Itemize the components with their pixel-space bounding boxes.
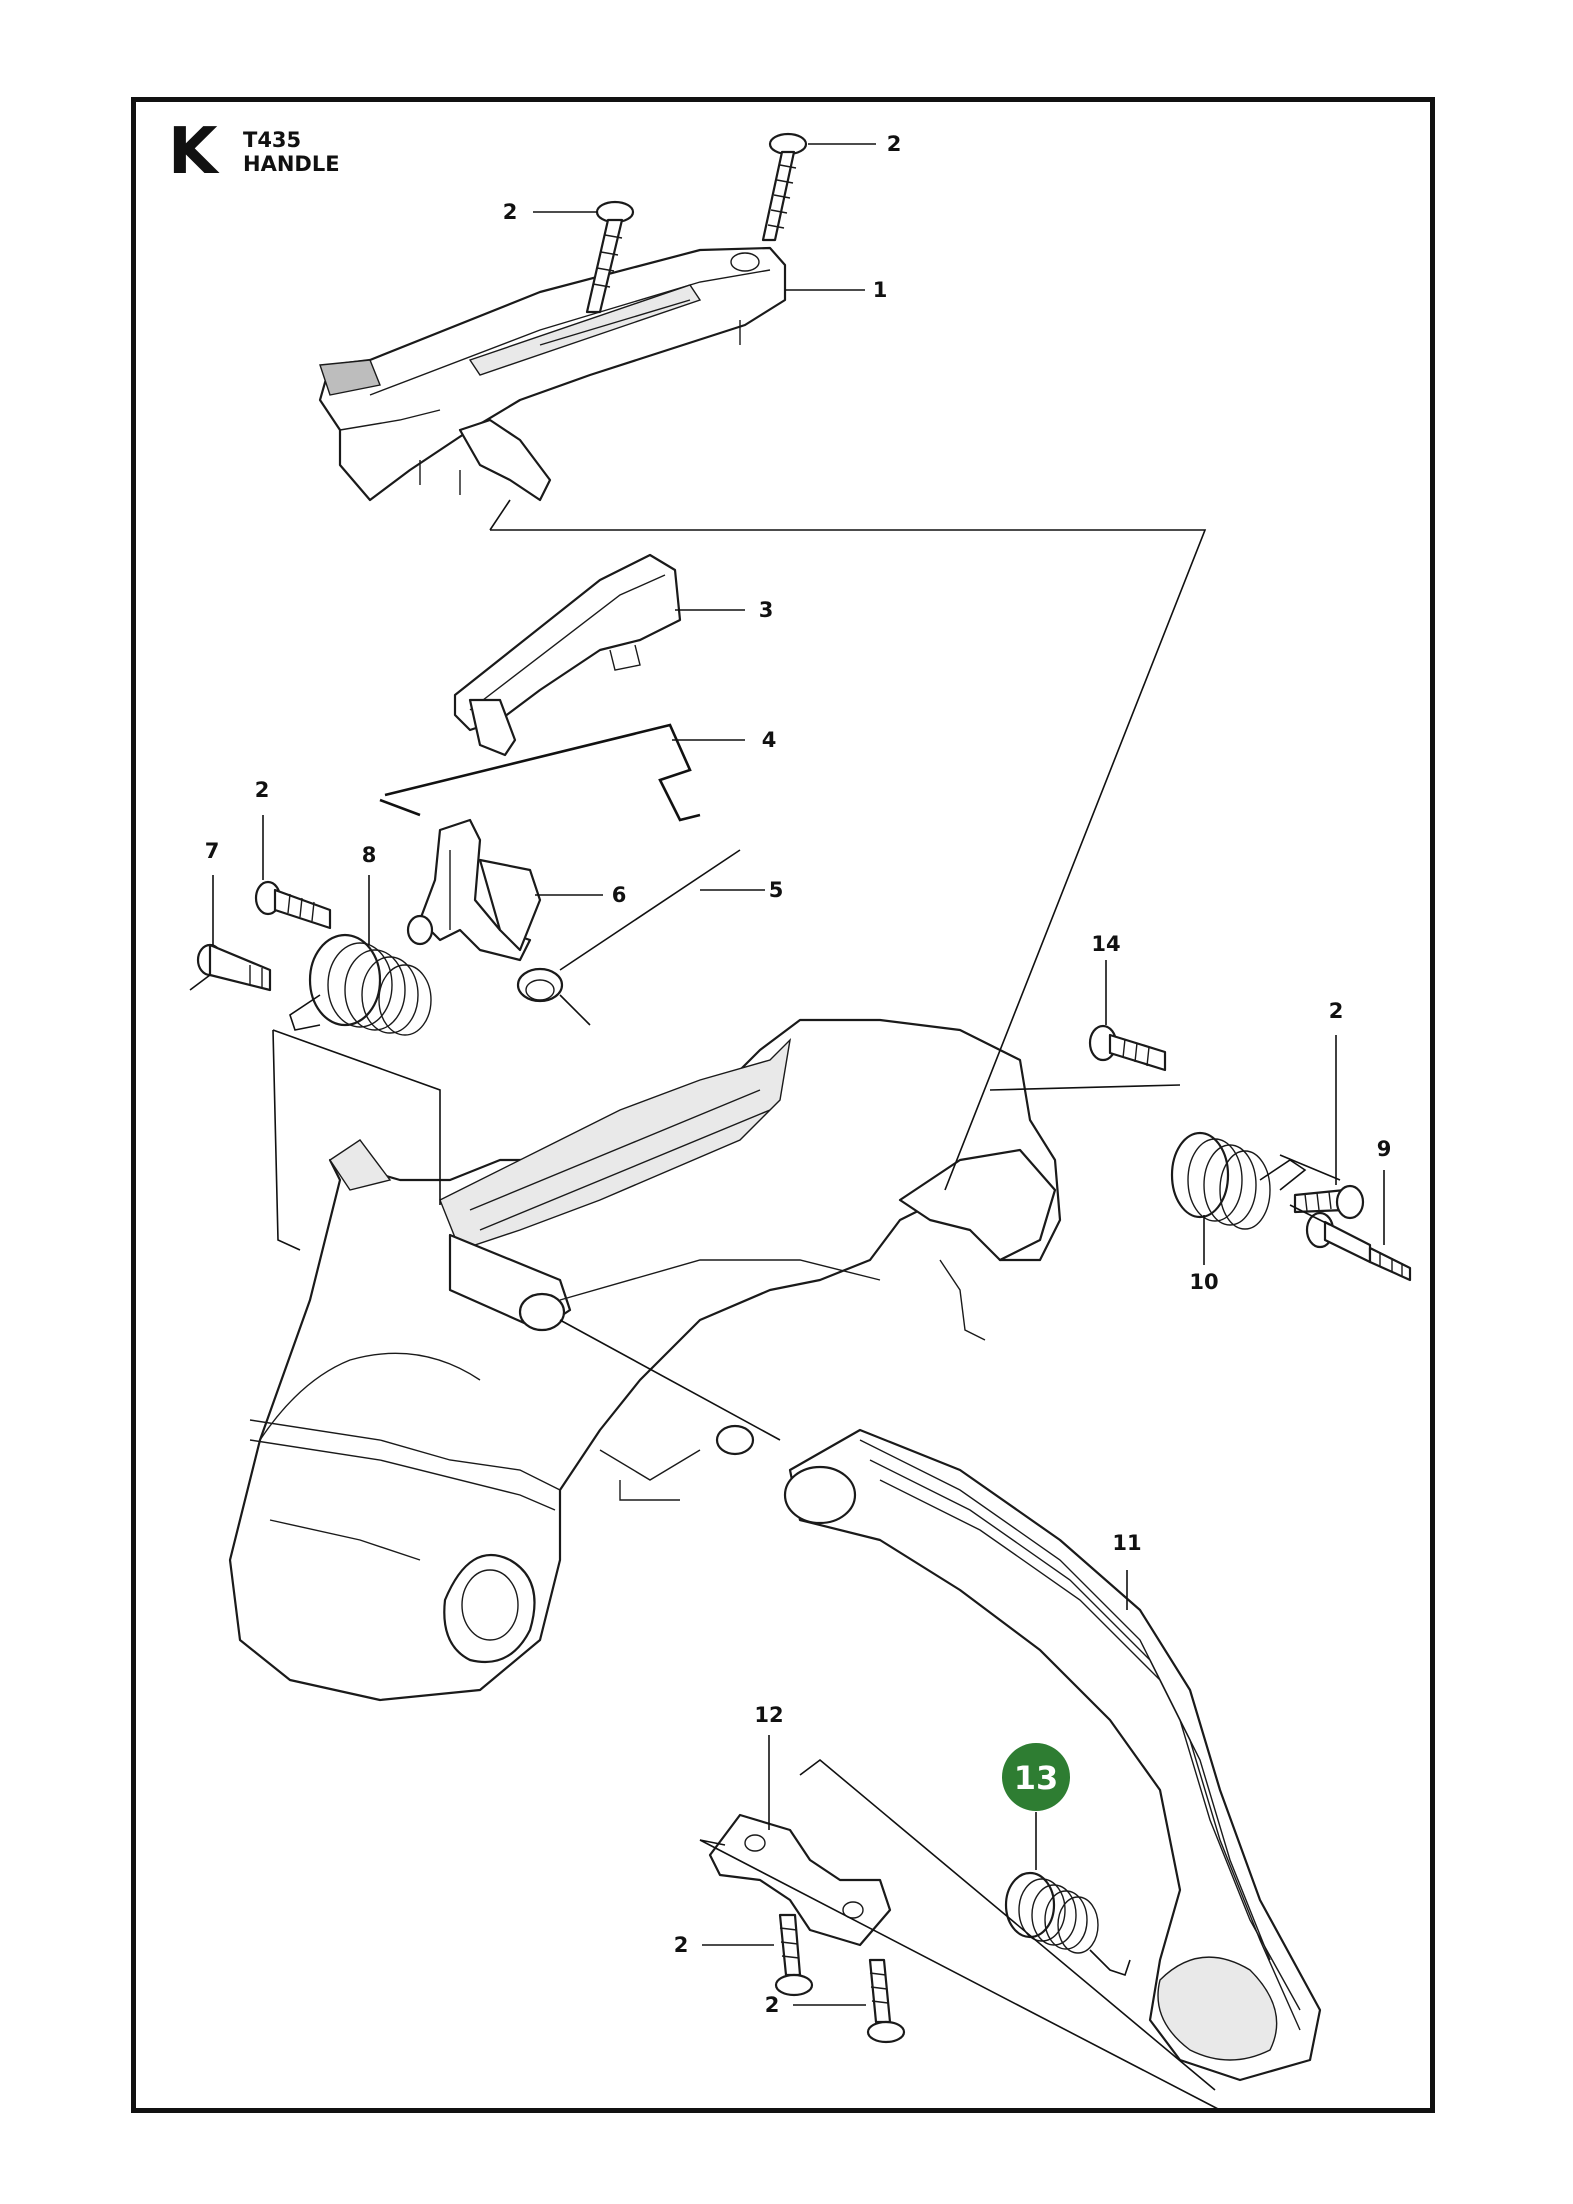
part-7-pin (196, 943, 272, 992)
part-4-rod (379, 723, 701, 822)
callout-label: 4 (762, 728, 777, 752)
part-6-throttle-lock (406, 818, 542, 962)
callout-label: 7 (205, 839, 220, 863)
callout-label: 3 (759, 598, 774, 622)
callout-label: 2 (503, 200, 518, 224)
callout-label: 2 (765, 1993, 780, 2017)
part-12-bracket (708, 1813, 892, 1947)
part-3-trigger (453, 553, 682, 757)
callout-label: 11 (1112, 1531, 1141, 1555)
part-11-grip (783, 1428, 1322, 2082)
part-2-screw-right (1293, 1184, 1365, 1220)
part-1-handle-cover (318, 246, 787, 502)
section-letter: K (168, 115, 218, 189)
callout-label: 10 (1189, 1270, 1218, 1294)
callout-label: 9 (1377, 1137, 1392, 1161)
part-5-spring-wire (516, 849, 741, 1026)
callout-label: 8 (362, 843, 377, 867)
callout-label: 2 (674, 1933, 689, 1957)
part-14-screw (1088, 1024, 1167, 1072)
callout-label: 6 (612, 883, 627, 907)
callout-label: 2 (255, 778, 270, 802)
part-2-screw-bottom-1 (774, 1913, 814, 1997)
callout-label: 1 (873, 278, 888, 302)
callout-label: 12 (754, 1703, 783, 1727)
highlighted-callout-13: 13 (1002, 1743, 1070, 1811)
part-2-screw-bottom-2 (866, 1958, 906, 2044)
part-9-pin (1305, 1211, 1412, 1282)
callout-labels: 2 2 1 3 4 2 7 8 6 5 14 2 9 10 11 12 2 2 (205, 132, 1392, 2017)
callout-label: 2 (1329, 999, 1344, 1023)
part-2-screw-top (761, 132, 808, 242)
part-2-screw-mid (254, 880, 332, 930)
part-10-spring (1170, 1131, 1307, 1230)
assembly-lines (189, 499, 1341, 2111)
diagram-title: HANDLE (243, 152, 340, 176)
callout-label: 5 (769, 878, 784, 902)
highlight-label: 13 (1014, 1759, 1059, 1797)
main-handle-housing (228, 1018, 1062, 1702)
model-number: T435 (243, 128, 302, 152)
part-13-spring (1004, 1871, 1131, 1977)
part-2-screw-left (585, 200, 635, 314)
callout-leaders (212, 143, 1385, 2006)
callout-label: 2 (887, 132, 902, 156)
part-8-spring (289, 933, 432, 1036)
highlight-badge (1002, 1743, 1070, 1811)
diagram-frame (131, 97, 1435, 2113)
callout-label: 14 (1091, 932, 1120, 956)
